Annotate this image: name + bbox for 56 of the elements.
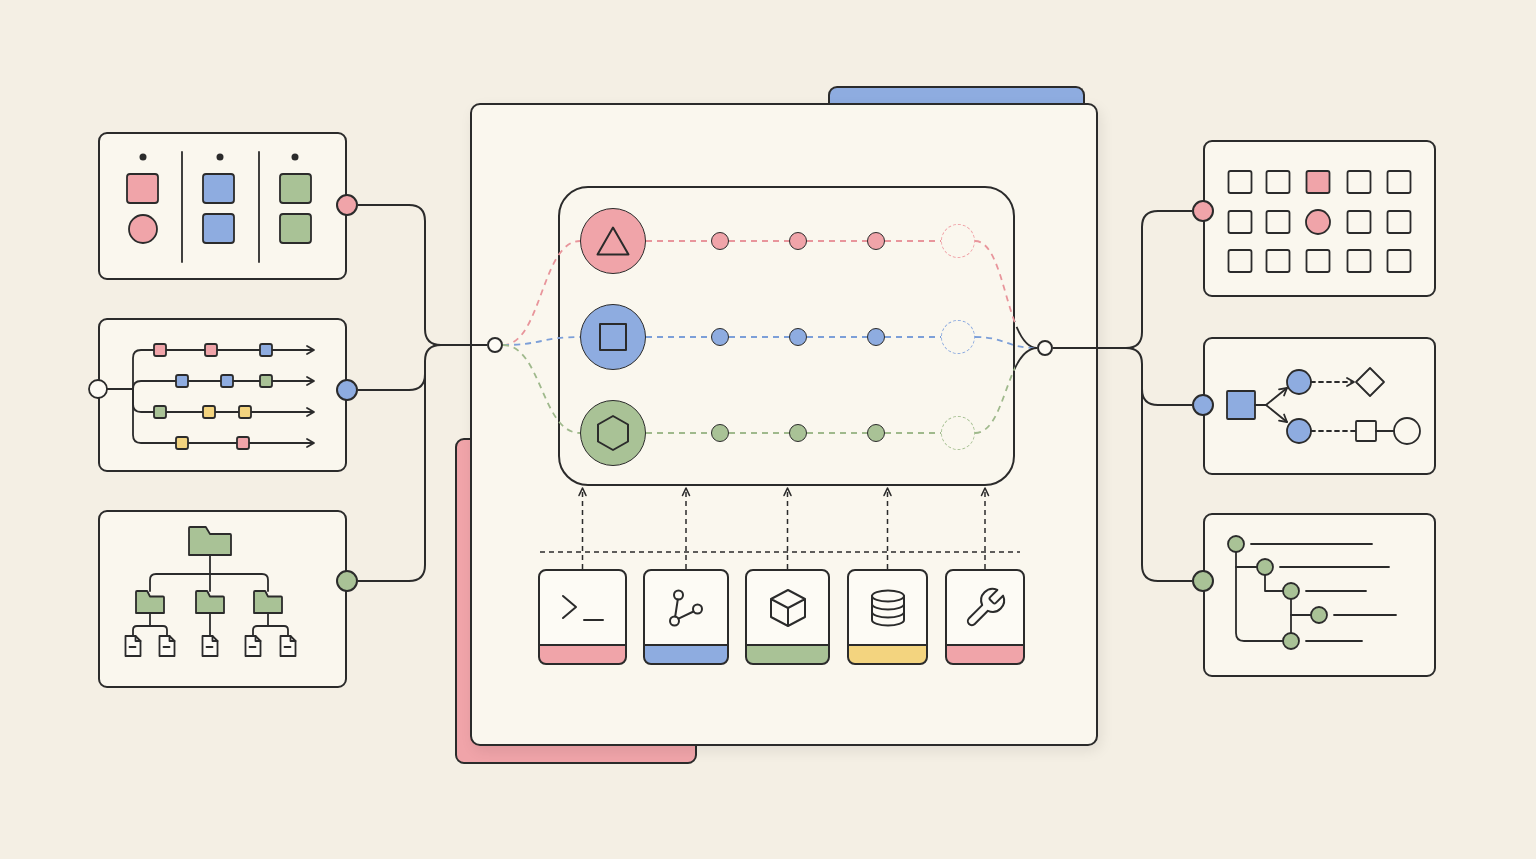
step-dot [867, 328, 885, 346]
dashed-connector-line [806, 240, 868, 242]
connector-line [1052, 347, 1127, 349]
tool-card [643, 569, 729, 665]
panel [98, 510, 347, 688]
step-dot [789, 424, 807, 442]
stacked-card [828, 86, 1085, 103]
step-dot [867, 424, 885, 442]
connector-line [1141, 564, 1193, 582]
dashed-arrow [578, 487, 587, 570]
connector-port [336, 194, 358, 216]
step-dot [867, 232, 885, 250]
tool-card [538, 569, 627, 665]
step-dot [789, 232, 807, 250]
dashed-connector-line [884, 240, 942, 242]
connector-port [1192, 570, 1214, 592]
dashed-connector-line [884, 432, 942, 434]
connector-port [1192, 394, 1214, 416]
connector-line [357, 373, 426, 391]
dashed-arrow [681, 487, 691, 570]
tool-card [847, 569, 928, 665]
dashed-connector-line [728, 336, 790, 338]
dashed-connector-line [974, 347, 1038, 434]
dashed-connector-line [806, 432, 868, 434]
connector-port [336, 570, 358, 592]
tool-card [745, 569, 830, 665]
connector-line [1141, 210, 1193, 228]
panel [1203, 513, 1436, 677]
dashed-connector-line [728, 240, 790, 242]
connector-line [357, 204, 426, 222]
main-panel [470, 103, 1098, 746]
step-dot [789, 328, 807, 346]
step-dot [711, 232, 729, 250]
connector-line [357, 564, 426, 582]
inner-panel [558, 186, 1015, 486]
dashed-connector-line [502, 344, 581, 434]
connector-line [424, 344, 442, 375]
dashed-connector-line [728, 432, 790, 434]
connector-line [440, 344, 488, 346]
junction-node [1037, 340, 1053, 356]
dashed-arrow [980, 487, 990, 570]
panel [1203, 140, 1436, 297]
junction-node [487, 337, 503, 353]
panel [98, 132, 347, 280]
connector-port [336, 379, 358, 401]
tool-card [945, 569, 1025, 665]
dashed-connector-line [806, 336, 868, 338]
connector-line [1141, 388, 1193, 406]
step-dot [711, 424, 729, 442]
dashed-connector-line [884, 336, 942, 338]
dashed-arrow [883, 487, 892, 570]
connector-port [1192, 200, 1214, 222]
connector-line [1125, 347, 1143, 390]
step-dot [711, 328, 729, 346]
panel [1203, 337, 1436, 475]
dashed-arrow [783, 487, 792, 570]
